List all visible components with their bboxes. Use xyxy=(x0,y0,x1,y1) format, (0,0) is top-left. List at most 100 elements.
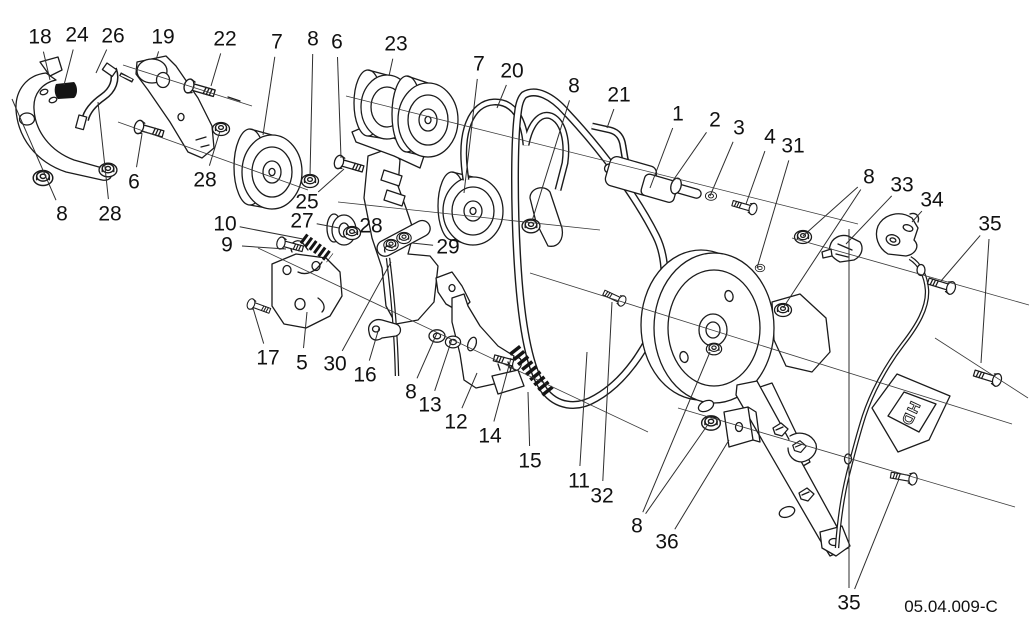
part-label-36: 36 xyxy=(655,531,678,554)
part-label-2: 2 xyxy=(709,109,721,132)
spindle-pulley xyxy=(640,249,775,404)
part-label-29: 29 xyxy=(436,236,459,259)
leader-line-8 xyxy=(416,332,438,379)
nut-8-mid-right xyxy=(773,302,793,318)
nut-8-left xyxy=(32,169,54,187)
part-label-8: 8 xyxy=(568,75,580,98)
part-label-11: 11 xyxy=(568,470,590,493)
leader-line-8 xyxy=(642,351,711,513)
wire-link xyxy=(834,256,930,549)
leader-line-31 xyxy=(756,160,790,269)
leader-line-23 xyxy=(388,58,394,77)
leader-line-8 xyxy=(531,100,570,222)
leader-line-25 xyxy=(317,168,345,193)
leader-line-15 xyxy=(527,391,531,447)
part-label-22: 22 xyxy=(213,28,236,51)
spring-keeper xyxy=(491,361,525,395)
leader-line-8 xyxy=(782,189,862,309)
tension-spring-15 xyxy=(508,344,555,398)
bolt-6-upper xyxy=(332,153,366,177)
leader-line-11 xyxy=(579,351,588,467)
leader-line-20 xyxy=(496,84,507,109)
part-label-21: 21 xyxy=(607,84,630,107)
cable-guide-26 xyxy=(74,62,134,131)
leader-line-10 xyxy=(239,226,304,240)
part-label-9: 9 xyxy=(221,234,233,257)
leader-line-35 xyxy=(854,478,900,590)
part-label-8: 8 xyxy=(56,203,68,226)
part-label-12: 12 xyxy=(444,411,467,434)
part-label-18: 18 xyxy=(28,26,51,49)
leader-line-4 xyxy=(745,150,766,205)
leader-line-27 xyxy=(316,223,340,229)
part-label-17: 17 xyxy=(256,347,279,370)
part-label-26: 26 xyxy=(101,25,124,48)
washer-31 xyxy=(754,263,766,273)
part-label-16: 16 xyxy=(353,364,376,387)
leader-line-28 xyxy=(97,101,109,200)
nut-28-left xyxy=(98,162,118,178)
leader-line-36 xyxy=(674,439,730,530)
washer-8 xyxy=(428,329,446,343)
leader-line-8 xyxy=(309,53,314,177)
leader-line-1 xyxy=(649,127,674,189)
leader-line-24 xyxy=(63,49,74,86)
leader-line-19 xyxy=(155,51,160,61)
leader-line-18 xyxy=(42,51,51,81)
leader-line-12 xyxy=(461,372,478,409)
bolt-4 xyxy=(730,197,759,217)
leader-line-34 xyxy=(911,210,923,223)
leader-line-6 xyxy=(136,133,143,168)
part-label-8: 8 xyxy=(631,515,643,538)
part-label-10: 10 xyxy=(213,213,236,236)
leader-line-7 xyxy=(463,78,478,194)
nut-8-top xyxy=(300,173,320,189)
leader-line-14 xyxy=(493,357,512,422)
part-label-25: 25 xyxy=(295,191,318,214)
part-label-28: 28 xyxy=(359,215,382,238)
support-arm-36 xyxy=(697,380,851,557)
spring-10 xyxy=(297,233,334,275)
bar-29-bolt-a xyxy=(383,238,399,252)
guard-bracket-18 xyxy=(15,56,112,181)
part-label-7: 7 xyxy=(473,53,485,76)
leader-line-28 xyxy=(353,231,358,234)
pulley-7-center xyxy=(437,171,504,246)
part-label-33: 33 xyxy=(890,174,913,197)
leader-line-21 xyxy=(606,108,615,129)
leader-line-26 xyxy=(95,49,108,74)
leader-line-13 xyxy=(434,338,453,391)
part-label-35: 35 xyxy=(837,592,860,615)
nut-8-belt xyxy=(521,218,541,234)
leader-lines xyxy=(11,49,990,590)
rubber-bumper-24 xyxy=(54,82,77,99)
leader-line-35 xyxy=(980,238,990,364)
anchor-plate-5 xyxy=(271,240,343,329)
bracket-34 xyxy=(875,212,920,257)
part-label-28: 28 xyxy=(193,169,216,192)
pivot-bracket-19 xyxy=(135,55,215,159)
nut-28-center xyxy=(342,225,362,241)
part-label-4: 4 xyxy=(764,126,776,149)
leader-line-2 xyxy=(671,132,707,183)
leader-line-5 xyxy=(303,311,308,349)
leader-line-32 xyxy=(602,301,613,482)
part-label-7: 7 xyxy=(271,31,283,54)
leader-line-16 xyxy=(368,327,380,361)
part-label-24: 24 xyxy=(65,24,89,47)
leader-line-8 xyxy=(645,422,710,514)
leader-line-22 xyxy=(210,53,222,87)
twin-pulley-23 xyxy=(353,69,459,158)
part-label-8: 8 xyxy=(863,166,875,189)
pulley-7-left xyxy=(233,128,303,210)
part-label-28: 28 xyxy=(98,203,121,226)
part-label-32: 32 xyxy=(590,485,613,508)
part-label-30: 30 xyxy=(323,353,346,376)
part-label-31: 31 xyxy=(781,135,804,158)
part-label-27: 27 xyxy=(290,210,313,233)
nut-8-upper-right xyxy=(793,229,813,245)
part-label-6: 6 xyxy=(331,31,343,54)
